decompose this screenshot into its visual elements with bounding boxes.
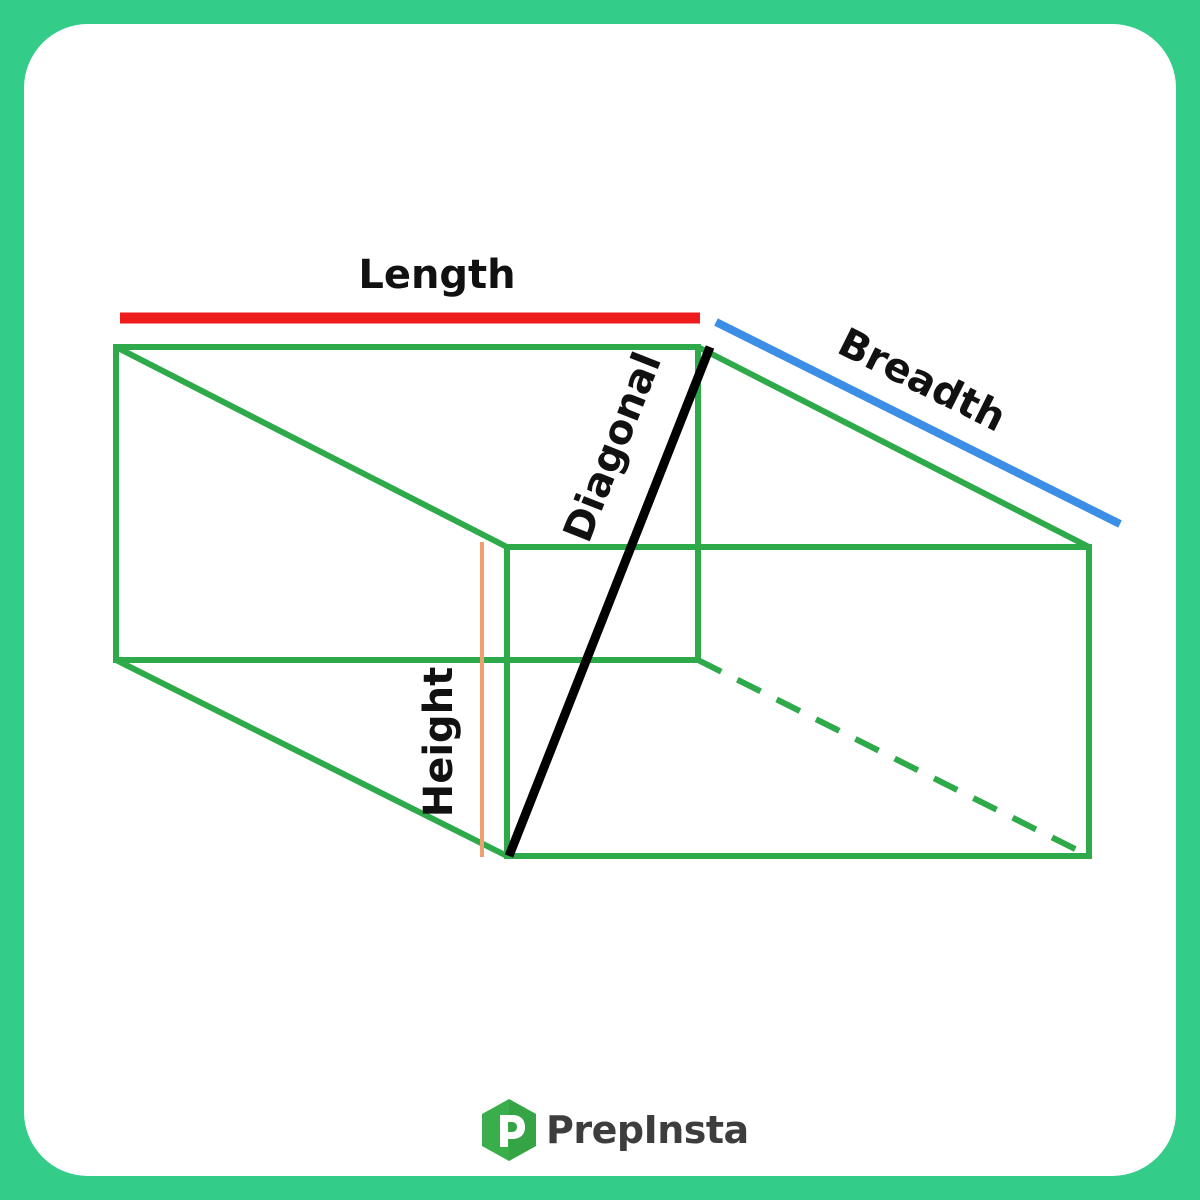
cuboid-solid-edges: [113, 344, 1092, 859]
length-label: Length: [358, 252, 515, 298]
front-face-edges: [504, 544, 1092, 859]
breadth-indicator-line: [714, 318, 1122, 528]
prepinsta-logo-icon: [482, 1099, 536, 1161]
height-label: Height: [416, 667, 462, 818]
bottom-left-depth-edge: [114, 657, 509, 859]
cuboid-hidden-edges: [116, 347, 1091, 859]
diagonal-line: [504, 345, 715, 858]
diagonal-label: Diagonal: [555, 346, 671, 548]
hidden-bottom-depth-edge: [696, 657, 1091, 859]
brand-name: PrepInsta: [546, 1108, 749, 1152]
diagram-card: [24, 24, 1176, 1176]
brand-logo: PrepInsta: [480, 1095, 749, 1165]
top-left-depth-edge: [114, 344, 509, 550]
top-right-depth-edge: [696, 344, 1091, 550]
